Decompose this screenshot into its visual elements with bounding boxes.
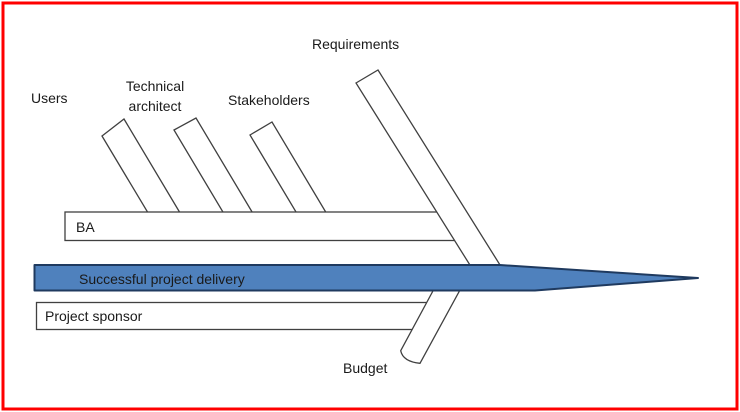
ba-label: BA: [76, 219, 95, 235]
budget-label: Budget: [343, 360, 388, 376]
spine-arrow: [33, 264, 699, 292]
stakeholders-branch-bar: [249, 121, 329, 215]
technical-architect-label: Technical architect: [125, 78, 185, 114]
ba-branch-bar: [64, 211, 459, 242]
users-label: Users: [31, 90, 68, 106]
project-sponsor-label: Project sponsor: [45, 308, 143, 324]
users-branch-bar: [101, 118, 182, 215]
technical-architect-branch-bar: [173, 117, 255, 215]
budget-branch-bar: [400, 288, 462, 364]
spine-label: Successful project delivery: [79, 271, 245, 287]
stakeholders-label: Stakeholders: [228, 92, 310, 108]
requirements-label: Requirements: [312, 36, 400, 52]
